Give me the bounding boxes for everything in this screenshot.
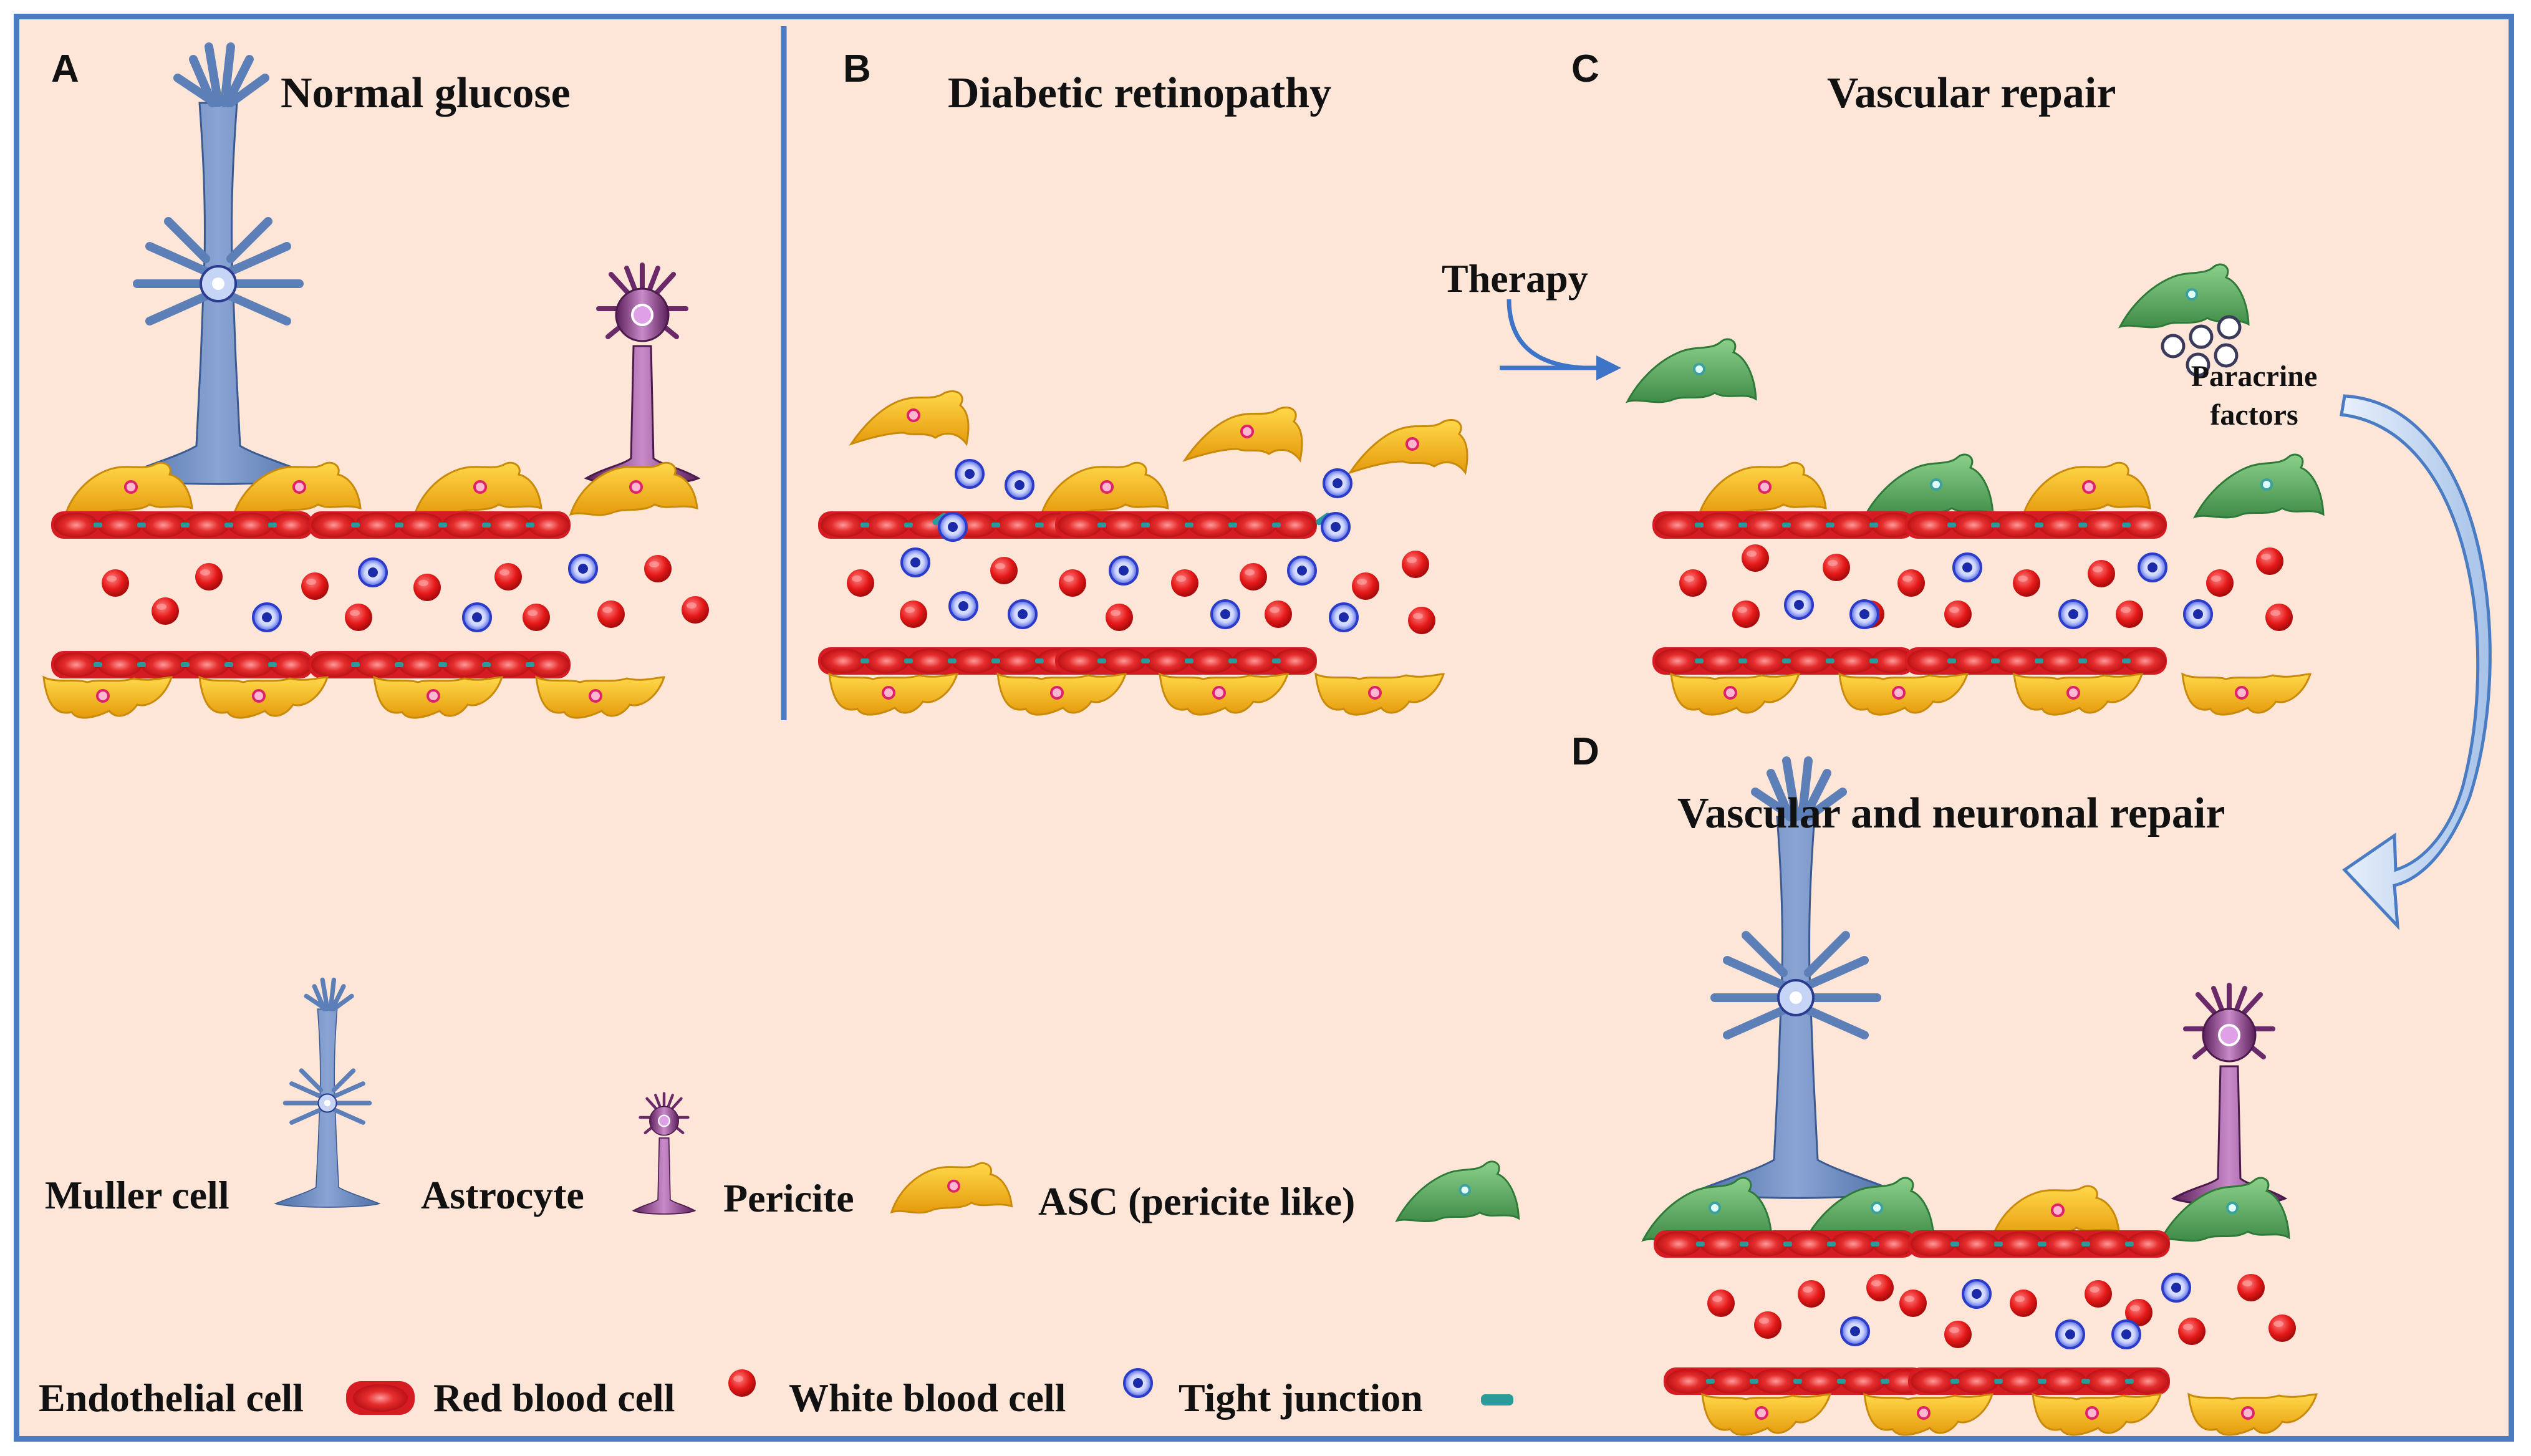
endothelial-wall-bottom (1055, 647, 1317, 675)
panel-a-letter: A (51, 47, 79, 90)
tight-junction-icon (1481, 1394, 1513, 1405)
therapy-arrow (1500, 299, 1621, 380)
endothelial-wall-bottom (309, 651, 571, 678)
detached-pericite (1184, 406, 1303, 461)
panel-b-vessel (818, 390, 1468, 716)
curved-arrow (2340, 394, 2492, 930)
endothelial-wall-top (1654, 1230, 1916, 1258)
endothelial-wall-bottom (1905, 647, 2167, 675)
pericite-icon (890, 1162, 1013, 1214)
blood-cells (102, 554, 709, 632)
pericite (198, 676, 329, 720)
pericite (535, 676, 665, 720)
pericite (1159, 673, 1289, 716)
pericite (2022, 461, 2151, 516)
legend-pericite-label: Pericite (723, 1176, 854, 1220)
therapy-label: Therapy (1442, 256, 1588, 301)
panel-c-vessel (1652, 263, 2325, 716)
endothelial-wall-bottom (1664, 1367, 1926, 1395)
pericite (2032, 1393, 2162, 1437)
endothelial-wall-top (51, 511, 313, 539)
endothelial-wall-top (1652, 511, 1914, 539)
panel-c-title: Vascular repair (1827, 69, 2116, 117)
pericite (1698, 461, 1827, 516)
pericite (1838, 673, 1969, 716)
panel-a-title: Normal glucose (281, 69, 571, 117)
asc-cell (1863, 453, 1994, 519)
panel-d-title: Vascular and neuronal repair (1677, 789, 2225, 837)
legend-asc-label: ASC (pericite like) (1038, 1179, 1356, 1223)
legend-astrocyte-label: Astrocyte (421, 1173, 584, 1217)
panel-c-letter: C (1571, 47, 1599, 90)
endothelial-wall-top (1905, 511, 2167, 539)
legend-rbc-label: Red blood cell (433, 1376, 675, 1420)
detached-pericite (1349, 418, 1468, 474)
astrocyte (2173, 985, 2285, 1205)
pericite (1701, 1393, 1831, 1437)
paracrine-label-line2: factors (2210, 398, 2298, 431)
pericite (828, 673, 958, 716)
endothelial-wall-top (309, 511, 571, 539)
legend-icons (276, 980, 1520, 1415)
legend-tight-label: Tight junction (1179, 1376, 1423, 1420)
asc-cell (2194, 453, 2325, 519)
asc-cell-icon (1396, 1160, 1520, 1223)
blood-cells (1679, 544, 2293, 631)
pericite (1863, 1393, 1993, 1437)
endothelial-wall-bottom (1908, 1367, 2170, 1395)
panel-a-vessel (42, 47, 709, 720)
pericite (1040, 461, 1169, 516)
panel-d-letter: D (1571, 730, 1599, 773)
pericite (1670, 673, 1800, 716)
asc-cell (1626, 338, 1757, 403)
endothelial-wall-bottom (1652, 647, 1914, 675)
pericite (2187, 1393, 2318, 1437)
pericite (413, 461, 542, 516)
muller-cell-icon (276, 980, 379, 1207)
white-blood-cell-icon (1123, 1368, 1153, 1398)
astrocyte (586, 265, 698, 485)
legend-muller-label: Muller cell (45, 1173, 229, 1217)
panel-b-letter: B (843, 47, 871, 90)
panel-d-vessel (1642, 761, 2318, 1437)
pericite (373, 676, 503, 720)
detached-pericite (850, 390, 970, 445)
red-blood-cell-icon (728, 1369, 756, 1397)
astrocyte-icon (634, 1094, 695, 1214)
endothelial-wall-top (1908, 1230, 2170, 1258)
paracrine-factors-icon (2161, 315, 2242, 377)
legend-wbc-label: White blood cell (789, 1376, 1066, 1420)
blood-cells (1707, 1273, 2296, 1349)
endothelial-wall-bottom (51, 651, 313, 678)
asc-cell (2159, 1177, 2290, 1242)
pericite (42, 676, 173, 720)
endothelial-cell-icon (346, 1381, 415, 1415)
pericite (1314, 673, 1445, 716)
endothelial-wall-top (1055, 511, 1317, 539)
endothelial-wall-bottom (818, 647, 1080, 675)
paracrine-label-line1: Paracrine (2191, 360, 2318, 393)
legend-endothelial-label: Endothelial cell (39, 1376, 304, 1420)
panel-b-title: Diabetic retinopathy (948, 69, 1332, 117)
pericite (996, 673, 1127, 716)
pericite (2013, 673, 2143, 716)
pericite (2181, 673, 2312, 716)
